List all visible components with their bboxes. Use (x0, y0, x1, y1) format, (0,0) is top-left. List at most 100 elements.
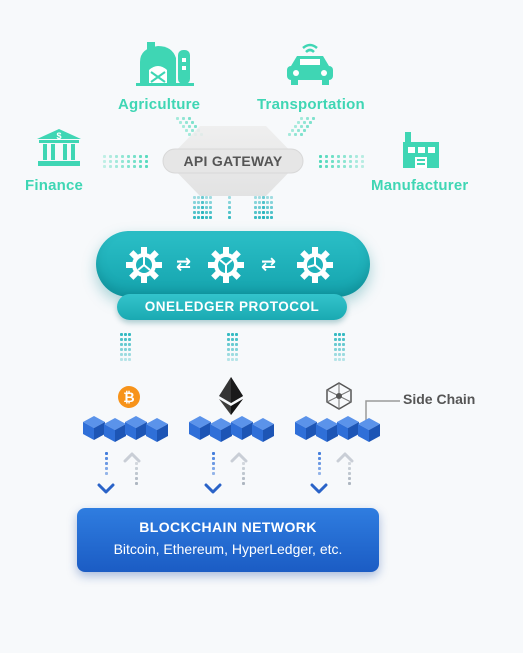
connector-dot (209, 201, 212, 204)
connector-dot (294, 125, 297, 128)
connector-dot (235, 338, 238, 341)
connector-dot (294, 133, 297, 136)
connector-dot (325, 165, 328, 168)
connector-dot (109, 160, 112, 163)
connector-dot (309, 121, 312, 124)
connector-dot (228, 206, 231, 209)
ethereum-icon (219, 377, 243, 415)
connector-dot (227, 343, 230, 346)
connector-dot (205, 201, 208, 204)
block-cube (104, 418, 126, 442)
connector-dot (128, 358, 131, 361)
connector-dot (337, 155, 340, 158)
connector-dot (185, 121, 188, 124)
connector-dot (188, 133, 191, 136)
connector-dot (103, 165, 106, 168)
connector-dot (209, 206, 212, 209)
block-cube (146, 418, 168, 442)
connector-dot (139, 155, 142, 158)
connector-dot (201, 211, 204, 214)
connector-dot (197, 216, 200, 219)
connector-dot (182, 125, 185, 128)
connector-dot (342, 333, 345, 336)
connector-dot (300, 133, 303, 136)
block-cube (337, 416, 359, 440)
connector-dot (231, 343, 234, 346)
side-chain-label: Side Chain (403, 391, 476, 407)
connector-dot (319, 160, 322, 163)
connector-dot (325, 160, 328, 163)
gear-icon (126, 247, 162, 283)
connector-dot (212, 452, 215, 455)
connector-dot (201, 216, 204, 219)
connector-dot (188, 125, 191, 128)
chevron-up-icon (230, 452, 248, 463)
connector-dot (145, 160, 148, 163)
connector-dot (270, 196, 273, 199)
connector-dot (133, 160, 136, 163)
connector-dot (349, 165, 352, 168)
connector-dot (120, 343, 123, 346)
block-cube (358, 418, 380, 442)
block-cube (252, 418, 274, 442)
api-gateway-hexagon (162, 126, 304, 196)
connector-dot (121, 160, 124, 163)
connector-dot (209, 196, 212, 199)
connector-dot (191, 129, 194, 132)
connector-dot (342, 343, 345, 346)
connector-dot (235, 348, 238, 351)
connector-dot (338, 353, 341, 356)
connector-dot (361, 165, 364, 168)
chevron-up-icon (123, 452, 141, 463)
connector-dot (262, 196, 265, 199)
finance-label: Finance (25, 177, 84, 194)
block-cube (231, 416, 253, 440)
connector-dot (121, 165, 124, 168)
connector-dot (205, 196, 208, 199)
connector-dot (105, 462, 108, 465)
connector-dot (135, 477, 138, 480)
connector-dot (127, 160, 130, 163)
connector-dot (266, 211, 269, 214)
connector-dot (242, 467, 245, 470)
block-cube (295, 416, 317, 440)
network-subtitle: Bitcoin, Ethereum, HyperLedger, etc. (113, 541, 343, 557)
connector-dot (197, 206, 200, 209)
connector-dot (235, 358, 238, 361)
connector-dot (349, 155, 352, 158)
connector-dot (343, 165, 346, 168)
connector-dot (201, 196, 204, 199)
connector-dot (331, 160, 334, 163)
gear-icon (208, 247, 244, 283)
connector-dot (205, 206, 208, 209)
connector-dot (342, 348, 345, 351)
connector-dot (121, 155, 124, 158)
connector-dot (254, 206, 257, 209)
connector-dot (242, 462, 245, 465)
connector-dot (135, 482, 138, 485)
connector-dot (124, 333, 127, 336)
side-chain-callout (365, 400, 400, 423)
connector-dot (193, 196, 196, 199)
connector-dot (231, 358, 234, 361)
connector-dot (201, 206, 204, 209)
connector-dot (120, 353, 123, 356)
connector-dot (120, 358, 123, 361)
car-icon (287, 43, 333, 85)
connector-dot (227, 358, 230, 361)
connector-dot (270, 206, 273, 209)
connector-dot (355, 165, 358, 168)
connector-dot (124, 338, 127, 341)
connector-dot (355, 155, 358, 158)
connector-dot (227, 348, 230, 351)
connector-dot (115, 155, 118, 158)
connector-dot (231, 353, 234, 356)
connector-dot (266, 216, 269, 219)
connector-dot (242, 482, 245, 485)
connector-dot (201, 196, 204, 199)
connector-dot (355, 160, 358, 163)
connector-dot (135, 467, 138, 470)
connector-dot (120, 333, 123, 336)
api-gateway-label: API GATEWAY (183, 153, 283, 169)
connector-dot (194, 125, 197, 128)
